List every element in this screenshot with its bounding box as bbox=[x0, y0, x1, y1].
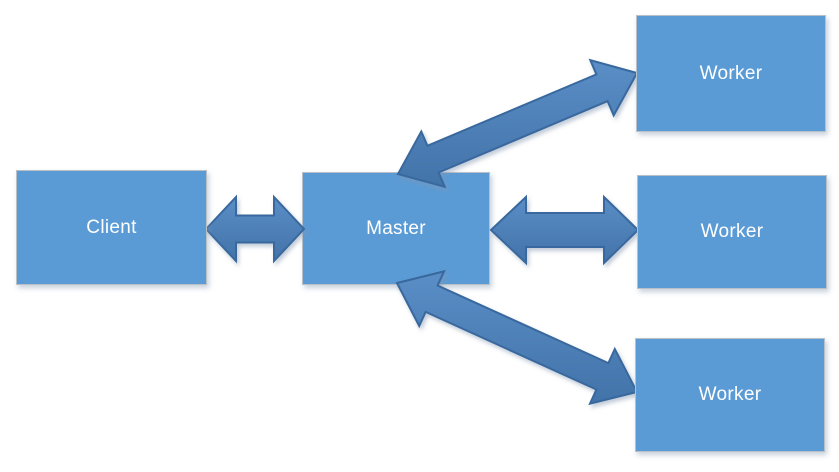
worker-node-3-label: Worker bbox=[698, 384, 762, 405]
master-node: Master bbox=[302, 172, 490, 285]
worker-node-2: Worker bbox=[637, 175, 827, 289]
worker-node-1-label: Worker bbox=[699, 62, 763, 84]
client-node: Client bbox=[16, 170, 207, 285]
master-worker2-double-arrow bbox=[489, 194, 640, 266]
master-worker3-double-arrow bbox=[395, 269, 639, 406]
worker-node-3: Worker bbox=[635, 338, 825, 452]
master-node-label: Master bbox=[366, 217, 426, 239]
client-node-label: Client bbox=[86, 216, 137, 238]
master-worker1-double-arrow bbox=[396, 58, 639, 189]
worker-node-2-label: Worker bbox=[700, 221, 764, 242]
worker-node-1: Worker bbox=[636, 15, 826, 132]
client-master-double-arrow bbox=[204, 194, 306, 264]
